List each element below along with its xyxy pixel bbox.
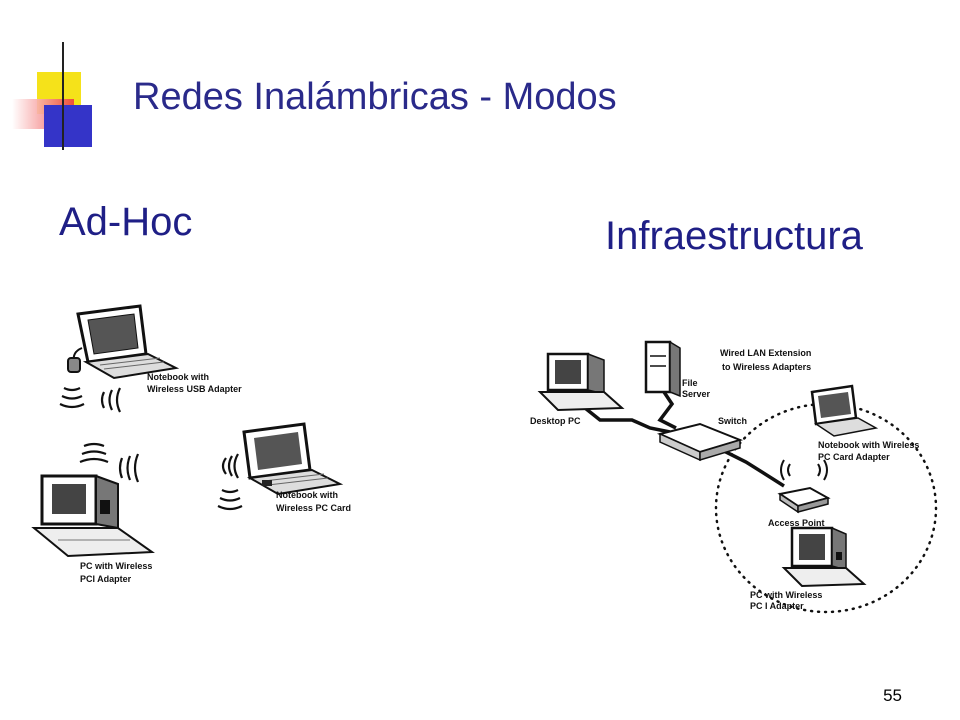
label-infra-pc-1: PC with Wireless [750, 590, 822, 600]
label-notebook-pccard-2: Wireless PC Card [276, 503, 351, 513]
access-point [777, 486, 831, 514]
wifi-waves-access-point [780, 459, 828, 481]
infra-pc [781, 526, 867, 588]
label-switch: Switch [718, 416, 747, 426]
cable-lines [578, 391, 785, 488]
pc-pci [31, 474, 155, 558]
label-infra-notebook-1: Notebook with Wireless [818, 440, 919, 450]
label-infra-title-1: Wired LAN Extension [720, 348, 811, 358]
notebook-usb [67, 304, 180, 380]
logo-blue-square [44, 105, 92, 147]
label-access-point: Access Point [768, 518, 825, 528]
wifi-waves-notebook-usb [59, 387, 121, 413]
label-desktop-pc: Desktop PC [530, 416, 581, 426]
label-infra-pc-2: PC I Adapter [750, 601, 804, 611]
slide-title: Redes Inalámbricas - Modos [133, 76, 617, 118]
page-number: 55 [883, 686, 902, 705]
label-file-server-2: Server [682, 389, 711, 399]
adhoc-heading: Ad-Hoc [59, 200, 193, 244]
infra-heading: Infraestructura [605, 214, 863, 258]
label-infra-notebook-2: PC Card Adapter [818, 452, 890, 462]
label-pc-pci-1: PC with Wireless [80, 561, 152, 571]
label-notebook-usb-1: Notebook with [147, 372, 209, 382]
switch [656, 422, 744, 462]
label-infra-title-2: to Wireless Adapters [722, 362, 811, 372]
desktop-pc [537, 352, 625, 412]
notebook-pccard [242, 422, 344, 496]
infra-notebook [810, 384, 879, 437]
label-notebook-usb-2: Wireless USB Adapter [147, 384, 242, 394]
slide-logo [12, 42, 880, 150]
label-file-server-1: File [682, 378, 698, 388]
label-pc-pci-2: PCI Adapter [80, 574, 132, 584]
wifi-waves-pc-pci [79, 442, 140, 483]
wifi-waves-notebook-pccard [217, 453, 243, 511]
file-server [644, 340, 681, 398]
label-notebook-pccard-1: Notebook with [276, 490, 338, 500]
